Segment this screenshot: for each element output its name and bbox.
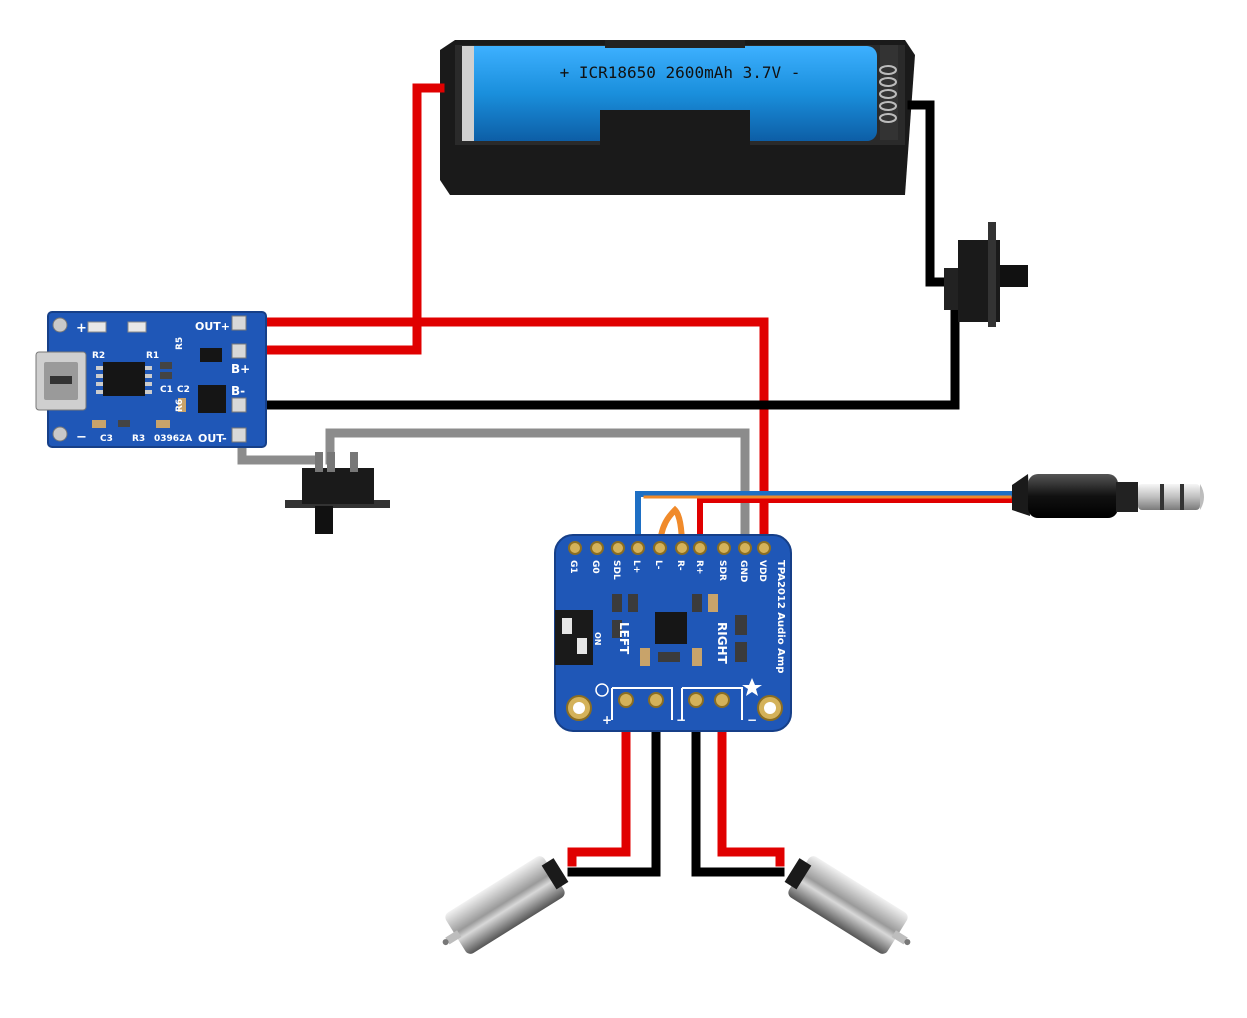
switch-knob[interactable] <box>315 506 333 534</box>
charger-pcb <box>48 312 266 447</box>
star-icon <box>742 678 762 696</box>
label-r2: R2 <box>92 351 105 361</box>
wire-red-battery-plus <box>237 83 445 355</box>
wire-black-b-minus <box>237 295 960 410</box>
right-minus-label: − <box>747 713 757 727</box>
left-channel-label: LEFT <box>617 622 631 655</box>
mount-hole <box>52 317 68 333</box>
label-c2: C2 <box>177 385 190 395</box>
battery-label: + ICR18650 2600mAh 3.7V - <box>560 63 801 82</box>
battery-spring-bay <box>880 45 898 140</box>
wire-red-left-plus <box>567 691 631 867</box>
wire-black-battery-minus <box>907 100 960 287</box>
pin-label: SDR <box>717 560 727 581</box>
pin-label: G1 <box>568 560 578 574</box>
led-icon <box>87 321 107 333</box>
switch-plate <box>988 222 996 327</box>
dip-switch[interactable] <box>555 610 593 665</box>
battery-spring-icon <box>879 65 897 123</box>
label-minus: − <box>76 430 87 445</box>
slide-switch-output[interactable] <box>285 452 390 534</box>
plug-strain-relief <box>1012 474 1030 516</box>
pin-label: SDL <box>611 560 621 580</box>
battery-cap <box>462 46 474 141</box>
battery-holder-clip <box>605 40 745 48</box>
switch-pin <box>315 452 323 472</box>
motor-left <box>442 856 569 954</box>
label-out-minus: OUT- <box>198 432 227 445</box>
protection-ic <box>198 385 226 413</box>
brand-logo-icon <box>595 683 609 697</box>
motor-right <box>784 856 911 954</box>
wire-black-left-minus <box>567 691 661 877</box>
battery-holder-notch <box>600 110 750 155</box>
pin-label: R+ <box>694 560 704 574</box>
pad-b-minus <box>231 397 247 413</box>
pin-label: L- <box>653 560 663 570</box>
amp-board: G1 G0 SDL L+ L- R- R+ SDR GND VDD TPA201… <box>554 534 792 732</box>
plug-body <box>1028 474 1118 518</box>
label-c3: C3 <box>100 434 113 444</box>
label-c1: C1 <box>160 385 173 395</box>
label-r6: R6 <box>175 399 185 412</box>
motor-shaft <box>891 930 908 945</box>
motor-can <box>445 856 565 954</box>
switch-body <box>302 468 374 504</box>
motor-endcap <box>784 858 812 890</box>
pin-label: GND <box>738 560 748 582</box>
usb-tongue <box>50 376 72 384</box>
motor-endcap <box>541 858 569 890</box>
wire-red-right-plus <box>717 691 785 867</box>
wire-red-r-plus <box>697 497 1013 551</box>
label-b-plus: B+ <box>231 362 250 376</box>
label-out-plus: OUT+ <box>195 320 230 333</box>
label-r1: R1 <box>146 351 159 361</box>
wire-gray-gnd <box>325 428 750 553</box>
amp-header-pins <box>568 541 771 555</box>
protection-chip <box>200 348 222 362</box>
motor-can <box>788 856 908 954</box>
audio-jack-plug[interactable] <box>1012 474 1204 518</box>
label-part: 03962A <box>154 434 192 444</box>
label-plus: + <box>76 321 87 336</box>
switch-knob[interactable] <box>1000 265 1028 287</box>
led-icon <box>127 321 147 333</box>
slide-switch-battery[interactable] <box>944 222 1028 327</box>
right-channel-label: RIGHT <box>715 622 729 665</box>
wire-orange-l-minus-r-minus <box>656 505 686 552</box>
battery-cell <box>462 46 877 141</box>
battery-holder: + ICR18650 2600mAh 3.7V - <box>440 40 915 195</box>
charger-board: OUT+ B+ B- OUT- + − R2 R1 C1 C2 C3 R3 03… <box>35 311 267 448</box>
switch-pin <box>327 452 335 472</box>
amplifier-ic <box>655 612 687 644</box>
wire-blue-l-plus <box>635 491 1013 551</box>
left-minus-label: − <box>676 713 686 727</box>
pin-label: VDD <box>757 560 767 582</box>
dip-on-label: ON <box>593 632 602 646</box>
label-r5: R5 <box>175 337 185 350</box>
switch-tab <box>944 268 958 310</box>
pin-label: R- <box>675 560 685 571</box>
pad-out-minus <box>231 427 247 443</box>
plug-tip <box>1138 484 1200 510</box>
label-b-minus: B- <box>231 384 245 398</box>
pad-out-plus <box>231 315 247 331</box>
wires <box>237 83 1013 877</box>
left-plus-label: + <box>602 713 612 727</box>
charger-ic <box>103 362 145 396</box>
switch-pin <box>350 452 358 472</box>
pin-label: G0 <box>590 560 600 574</box>
motor-shaft <box>445 930 462 945</box>
mount-hole <box>52 426 68 442</box>
pin-label: L+ <box>631 560 641 573</box>
wire-black-right-minus <box>691 691 785 877</box>
wire-red-vdd <box>237 317 769 553</box>
amp-title: TPA2012 Audio Amp <box>775 560 786 673</box>
pad-b-plus <box>231 343 247 359</box>
label-r3: R3 <box>132 434 145 444</box>
